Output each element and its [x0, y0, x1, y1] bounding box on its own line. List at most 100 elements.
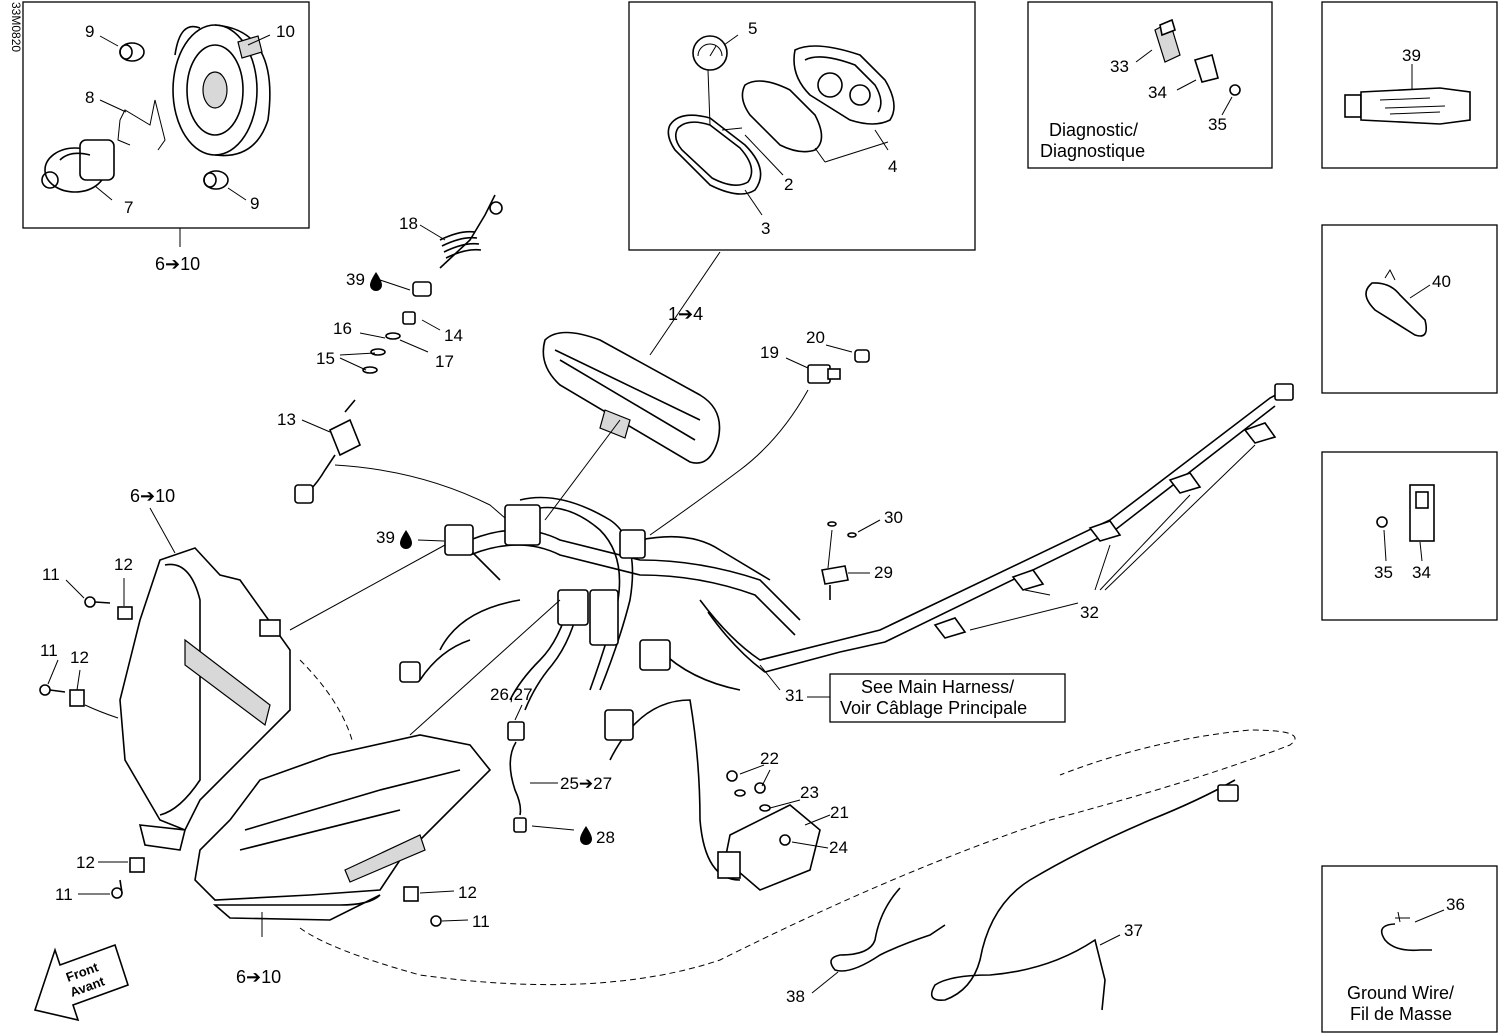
- callout-34b: 34: [1412, 563, 1431, 582]
- front-arrow-icon: Front Avant: [33, 943, 129, 1022]
- cable-37-connector: [1217, 784, 1239, 802]
- callout-18: 18: [399, 214, 418, 233]
- callout-29: 29: [874, 563, 893, 582]
- callout-1to4: 1➔4: [668, 304, 703, 324]
- callout-35b: 35: [1374, 563, 1393, 582]
- sensor-29: [821, 521, 857, 600]
- callout-32: 32: [1080, 603, 1099, 622]
- drop-icon-39b: [400, 530, 412, 549]
- harness-note-fr: Voir Câblage Principale: [840, 698, 1027, 718]
- ground-label-en: Ground Wire/: [1347, 983, 1454, 1003]
- callout-35a: 35: [1208, 115, 1227, 134]
- callout-10: 10: [276, 22, 295, 41]
- cable-38: [830, 887, 946, 972]
- callout-39c: 39: [1402, 46, 1421, 65]
- callout-2: 2: [784, 175, 793, 194]
- headlamp-reflector: [172, 24, 271, 157]
- routing-path: [299, 729, 1296, 986]
- diagnostic-cap: [1154, 18, 1181, 63]
- harness-note-en: See Main Harness/: [861, 677, 1014, 697]
- callout-20: 20: [806, 328, 825, 347]
- lubricant-frame: [1321, 1, 1498, 169]
- callout-16: 16: [333, 319, 352, 338]
- callout-17: 17: [435, 352, 454, 371]
- clips-32: [933, 422, 1277, 639]
- diagnostic-screw: [1229, 84, 1241, 96]
- gauge-bezel: [667, 114, 762, 195]
- callout-25to27: 25➔27: [560, 774, 612, 793]
- callout-12c: 12: [76, 853, 95, 872]
- gauge-detail-frame: [628, 1, 976, 251]
- callout-12b: 12: [70, 648, 89, 667]
- ground-wire-frame: [1321, 865, 1498, 1033]
- callout-30: 30: [884, 508, 903, 527]
- instrument-cluster: [542, 331, 721, 464]
- boot-9a: [119, 42, 145, 62]
- callout-26-27: 26,27: [490, 685, 533, 704]
- throttle-cable-sensor: [294, 194, 506, 519]
- callout-4: 4: [888, 157, 897, 176]
- clamp-frame: [1321, 224, 1498, 394]
- cable-clamp: [1365, 282, 1428, 337]
- callout-33: 33: [1110, 57, 1129, 76]
- callout-15: 15: [316, 349, 335, 368]
- left-headlamp: [119, 547, 291, 851]
- callout-12d: 12: [458, 883, 477, 902]
- callout-8: 8: [85, 88, 94, 107]
- callout-23: 23: [800, 783, 819, 802]
- callout-5: 5: [748, 19, 757, 38]
- lubricant-tube: [1344, 87, 1471, 125]
- control-module: [717, 770, 821, 891]
- callout-34a: 34: [1148, 83, 1167, 102]
- drawing-code: 33M0820: [9, 2, 23, 52]
- harness-note-box: [829, 673, 1066, 723]
- callout-39b: 39: [376, 528, 395, 547]
- callout-39a: 39: [346, 270, 365, 289]
- fasteners-11-12: [39, 596, 442, 927]
- switch-19: [807, 364, 841, 384]
- bracket-34: [1409, 484, 1435, 542]
- callout-28: 28: [596, 828, 615, 847]
- callout-3: 3: [761, 219, 770, 238]
- sensor-25-27: [507, 721, 527, 833]
- diagnostic-label-fr: Diagnostique: [1040, 141, 1145, 161]
- boot-9b: [203, 170, 229, 190]
- ground-wire: [1380, 923, 1432, 952]
- callout-31: 31: [785, 686, 804, 705]
- bulb: [41, 139, 115, 193]
- callout-6to10-left: 6➔10: [130, 486, 175, 506]
- callout-36: 36: [1446, 895, 1465, 914]
- callout-11c: 11: [55, 885, 73, 904]
- callout-11b: 11: [40, 641, 58, 660]
- callout-14: 14: [444, 326, 463, 345]
- callout-40: 40: [1432, 272, 1451, 291]
- drop-icon-39a: [370, 272, 382, 291]
- callout-6to10-top: 6➔10: [155, 254, 200, 274]
- callout-7: 7: [124, 198, 133, 217]
- bulb-retainer-spring: [117, 99, 166, 151]
- right-headlamp: [194, 734, 492, 921]
- callout-6to10-bottom: 6➔10: [236, 967, 281, 987]
- callout-37: 37: [1124, 921, 1143, 940]
- callout-38: 38: [786, 987, 805, 1006]
- bulb-20: [854, 349, 870, 363]
- callout-22: 22: [760, 749, 779, 768]
- screw-35: [1376, 516, 1388, 528]
- callout-9b: 9: [250, 194, 259, 213]
- diagnostic-frame: [1027, 1, 1273, 169]
- gauge-housing: [793, 45, 895, 125]
- callout-24: 24: [829, 838, 848, 857]
- callout-13: 13: [277, 410, 296, 429]
- diagnostic-bracket: [1193, 53, 1219, 83]
- harness-connectors: [399, 383, 1294, 741]
- ground-label-fr: Fil de Masse: [1350, 1004, 1452, 1024]
- cable-37: [930, 779, 1236, 1011]
- bracket-frame: [1321, 451, 1498, 621]
- callout-21: 21: [830, 803, 849, 822]
- gauge-lens: [741, 80, 823, 153]
- drop-icon-28: [580, 826, 592, 845]
- wiring-harness: [419, 389, 1286, 881]
- callout-12a: 12: [114, 555, 133, 574]
- gauge-dial: [692, 35, 728, 71]
